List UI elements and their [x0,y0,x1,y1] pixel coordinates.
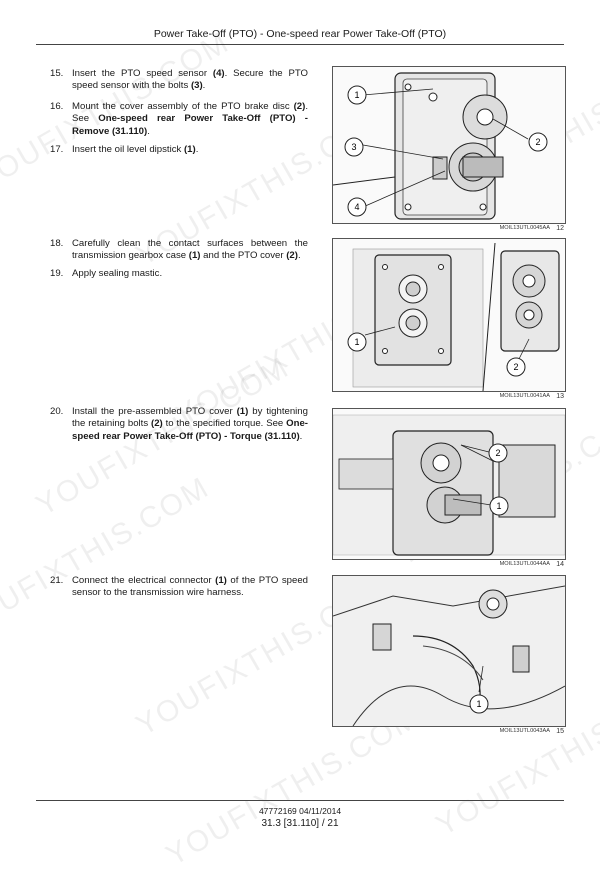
callout-label: 2 [495,448,500,458]
callout-circle [347,85,367,105]
footer-doc-id: 47772169 04/11/2014 [258,806,342,816]
link-torque[interactable]: One-speed rear Power Take-Off (PTO) - To… [72,418,308,442]
callout-circle [488,443,508,463]
footer-rule [36,800,564,801]
callout-label: 1 [476,699,481,709]
callout-label: 4 [354,202,359,212]
callout-circle [469,694,489,714]
watermark: YOUFIXTHIS.COM [0,470,216,643]
callout-circle [489,496,509,516]
callout-label: 3 [351,142,356,152]
figure-15-drawing: 1 [333,576,565,726]
step-18: 18. Carefully clean the contact surfaces… [50,238,308,262]
step-15: 15. Insert the PTO speed sensor (4). Sec… [50,68,308,92]
step-19: 19. Apply sealing mastic. [50,268,163,279]
callout-label: 2 [513,362,518,372]
callout-label: 1 [496,501,501,511]
callout-circle [347,332,367,352]
figure-12: 1 2 3 4 [332,66,566,224]
callout-label: 1 [354,90,359,100]
header-rule [36,44,564,45]
step-16: 16. Mount the cover assembly of the PTO … [50,101,308,137]
figure-12-drawing: 1 2 3 4 [333,72,548,220]
footer-page-number: 31.3 [31.110] / 21 [261,818,339,829]
callout-label: 1 [354,337,359,347]
step-17: 17. Insert the oil level dipstick (1). [50,144,199,155]
step-21: 21. Connect the electrical connector (1)… [50,575,309,599]
callout-circle [528,132,548,152]
callout-circle [344,137,364,157]
step-20: 20. Install the pre-assembled PTO cover … [50,406,308,442]
figure-13-drawing: 1 2 [347,242,560,391]
figure-14: 2 1 [332,408,566,560]
callout-label: 2 [535,137,540,147]
callout-circle [347,197,367,217]
link-remove[interactable]: One-speed rear Power Take-Off (PTO) - Re… [72,113,308,137]
page-header: Power Take-Off (PTO) - One-speed rear Po… [153,28,447,40]
figure-15: 1 [332,575,566,727]
callout-circle [506,357,526,377]
figure-14-drawing: 2 1 [333,414,565,556]
figure-13: 1 2 [332,238,566,392]
